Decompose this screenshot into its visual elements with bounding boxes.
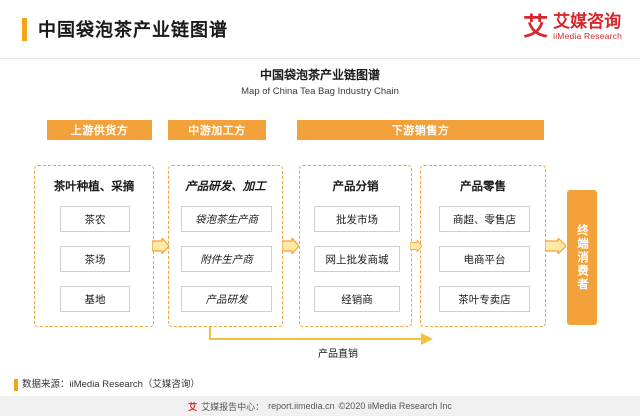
node-teabag-manufacturer: 袋泡茶生产商 <box>181 206 272 232</box>
node-base: 基地 <box>60 286 130 312</box>
node-supermarket-retail: 商超、零售店 <box>439 206 530 232</box>
header-accent-bar <box>22 18 27 41</box>
source-note: 数据来源：iiMedia Research（艾媒咨询） <box>22 379 200 390</box>
node-accessory-manufacturer: 附件生产商 <box>181 246 272 272</box>
chart-title-en: Map of China Tea Bag Industry Chain <box>241 86 399 97</box>
node-tea-specialty-store: 茶叶专卖店 <box>439 286 530 312</box>
direct-sales-label: 产品直销 <box>318 349 358 360</box>
source-accent-bar <box>14 379 18 391</box>
node-tea-farmer: 茶农 <box>60 206 130 232</box>
page-footer: 艾 艾媒报告中心： report.iimedia.cn ©2020 iiMedi… <box>0 396 640 416</box>
stage-label-upstream: 上游供货方 <box>47 120 152 140</box>
column-midstream: 产品研发、加工 袋泡茶生产商 附件生产商 产品研发 <box>168 165 283 327</box>
page-title: 中国袋泡茶产业链图谱 <box>38 20 228 40</box>
column-upstream-head: 茶叶种植、采摘 <box>53 181 135 193</box>
node-product-rnd: 产品研发 <box>181 286 272 312</box>
brand-logo: 艾 艾媒咨询 iiMedia Research <box>523 13 622 41</box>
node-ecommerce-platform: 电商平台 <box>439 246 530 272</box>
node-tea-garden: 茶场 <box>60 246 130 272</box>
column-retail: 产品零售 商超、零售店 电商平台 茶叶专卖店 <box>420 165 546 327</box>
footer-logo-icon: 艾 <box>188 401 198 412</box>
column-distribution: 产品分销 批发市场 网上批发商城 经销商 <box>299 165 412 327</box>
column-midstream-head: 产品研发、加工 <box>185 181 266 193</box>
column-distribution-head: 产品分销 <box>332 181 379 193</box>
node-end-consumer: 终端消费者 <box>567 190 597 325</box>
column-upstream: 茶叶种植、采摘 茶农 茶场 基地 <box>34 165 154 327</box>
logo-mark-icon: 艾 <box>523 12 549 41</box>
stage-label-downstream: 下游销售方 <box>297 120 544 140</box>
chart-title-cn: 中国袋泡茶产业链图谱 <box>259 68 380 82</box>
column-retail-head: 产品零售 <box>460 181 506 193</box>
footer-report-url[interactable]: report.iimedia.cn <box>268 401 335 411</box>
node-wholesale-market: 批发市场 <box>314 206 400 232</box>
node-online-wholesale-mall: 网上批发商城 <box>314 246 400 272</box>
logo-text-en: iiMedia Research <box>553 30 622 41</box>
stage-label-midstream: 中游加工方 <box>168 120 266 140</box>
arrow-distribution-to-retail <box>410 238 422 254</box>
logo-text-cn: 艾媒咨询 <box>553 12 622 31</box>
page-header: 中国袋泡茶产业链图谱 艾 艾媒咨询 iiMedia Research <box>0 0 640 59</box>
footer-copyright: ©2020 iiMedia Research Inc <box>338 401 452 411</box>
arrow-upstream-to-midstream <box>152 238 169 254</box>
arrow-direct-sales <box>208 325 438 347</box>
footer-report-prefix: 艾媒报告中心： <box>201 401 265 412</box>
arrow-midstream-to-distribution <box>282 238 299 254</box>
node-dealer: 经销商 <box>314 286 400 312</box>
arrow-retail-to-consumer <box>545 238 566 254</box>
